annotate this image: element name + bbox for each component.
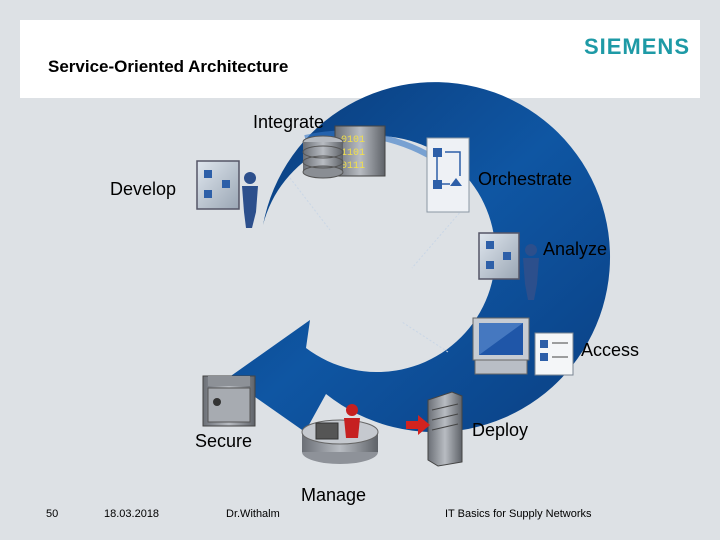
label-access: Access	[581, 340, 640, 360]
label-analyze: Analyze	[543, 239, 608, 259]
header-bar: Service-Oriented Architecture SIEMENS	[20, 20, 700, 98]
bits-line-1: 0101	[341, 135, 365, 146]
label-integrate: Integrate	[253, 112, 325, 132]
deploy-arrow-icon	[406, 415, 430, 435]
label-secure: Secure	[195, 431, 253, 451]
label-deploy: Deploy	[472, 420, 529, 440]
developer-icon	[196, 160, 258, 228]
computer-access-icon	[472, 317, 574, 376]
server-tower-icon	[427, 391, 463, 467]
label-develop: Develop	[110, 179, 177, 199]
flowchart-icon	[426, 137, 470, 213]
footer-page-number: 50	[46, 508, 59, 520]
bits-line-3: 0111	[341, 161, 365, 172]
footer-author: Dr.Withalm	[226, 508, 280, 520]
safe-icon	[202, 375, 256, 427]
label-orchestrate: Orchestrate	[478, 169, 573, 189]
siemens-logo: SIEMENS	[583, 34, 690, 59]
bits-line-2: 1101	[341, 148, 365, 159]
footer-course: IT Basics for Supply Networks	[445, 508, 592, 520]
footer-date: 18.03.2018	[104, 508, 160, 520]
database-server-icon: 0101 1101 0111	[302, 125, 386, 179]
analyst-icon	[478, 232, 539, 300]
page-title: Service-Oriented Architecture	[48, 57, 289, 76]
label-manage: Manage	[301, 485, 367, 505]
management-console-icon	[301, 404, 379, 464]
